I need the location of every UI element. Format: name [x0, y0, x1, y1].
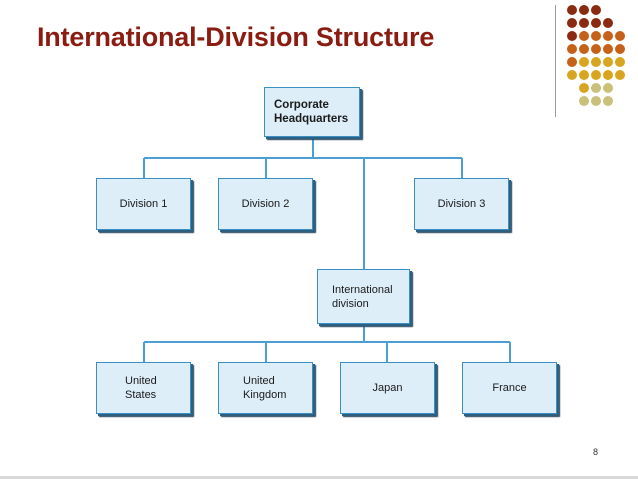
- decorative-dot: [567, 70, 577, 80]
- decorative-dot: [567, 18, 577, 28]
- page-title: International-Division Structure: [37, 22, 435, 52]
- decorative-dot-grid: [0, 0, 638, 120]
- node-corporate-headquarters: Corporate Headquarters: [264, 87, 360, 137]
- header-divider-line: [555, 5, 556, 117]
- decorative-dot: [579, 18, 589, 28]
- decorative-dot: [579, 44, 589, 54]
- node-division-1: Division 1: [96, 178, 191, 230]
- decorative-dot: [591, 44, 601, 54]
- decorative-dot: [603, 18, 613, 28]
- decorative-dot: [591, 57, 601, 67]
- decorative-dot: [615, 31, 625, 41]
- node-division-2: Division 2: [218, 178, 313, 230]
- decorative-dot: [603, 31, 613, 41]
- decorative-dot: [603, 96, 613, 106]
- node-label: Japan: [372, 382, 403, 394]
- node-label: Division 3: [437, 198, 486, 210]
- decorative-dot: [567, 44, 577, 54]
- decorative-dot: [603, 70, 613, 80]
- decorative-dot: [603, 83, 613, 93]
- decorative-dot: [591, 70, 601, 80]
- node-division-3: Division 3: [414, 178, 509, 230]
- decorative-dot: [579, 5, 589, 15]
- decorative-dot: [591, 31, 601, 41]
- decorative-dot: [579, 70, 589, 80]
- node-label: United States: [125, 375, 157, 401]
- decorative-dot: [591, 18, 601, 28]
- decorative-dot: [567, 5, 577, 15]
- decorative-dot: [579, 96, 589, 106]
- page-number: 8: [593, 447, 599, 457]
- decorative-dot: [567, 57, 577, 67]
- node-country-united-kingdom: United Kingdom: [218, 362, 313, 414]
- decorative-dot: [579, 57, 589, 67]
- decorative-dot: [615, 57, 625, 67]
- node-label: Corporate Headquarters: [274, 99, 349, 125]
- decorative-dot: [615, 44, 625, 54]
- decorative-dot: [567, 31, 577, 41]
- node-label: Division 1: [119, 198, 168, 210]
- node-international-division: International division: [317, 269, 410, 324]
- decorative-dot: [579, 31, 589, 41]
- decorative-dot: [603, 57, 613, 67]
- node-label: United Kingdom: [243, 375, 287, 401]
- decorative-dot: [615, 70, 625, 80]
- node-country-france: France: [462, 362, 557, 414]
- decorative-dot: [591, 5, 601, 15]
- decorative-dot: [591, 96, 601, 106]
- node-label: International division: [332, 283, 393, 310]
- node-country-united-states: United States: [96, 362, 191, 414]
- node-label: Division 2: [241, 198, 290, 210]
- decorative-dot: [579, 83, 589, 93]
- decorative-dot: [603, 44, 613, 54]
- decorative-dot: [591, 83, 601, 93]
- bottom-rule: [0, 476, 638, 479]
- node-country-japan: Japan: [340, 362, 435, 414]
- node-label: France: [492, 382, 527, 394]
